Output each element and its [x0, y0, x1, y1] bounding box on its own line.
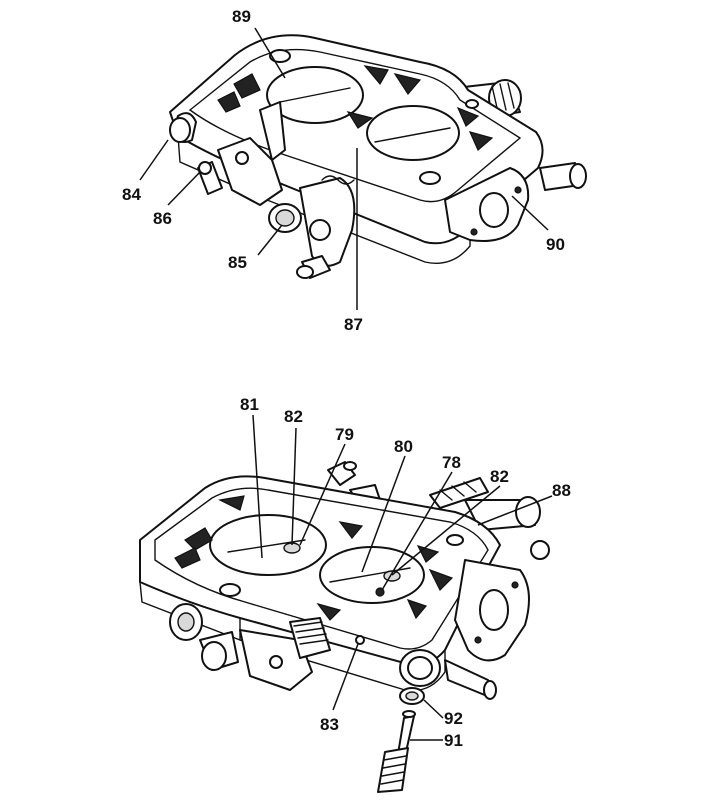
callout-80: 80 — [394, 437, 413, 456]
callout-91: 91 — [444, 731, 463, 750]
callout-89: 89 — [232, 7, 251, 26]
callout-84: 84 — [122, 185, 141, 204]
bottom-callouts: 81 82 79 80 78 82 88 83 92 91 — [240, 395, 571, 750]
callout-82-right: 82 — [490, 467, 509, 486]
callout-92: 92 — [444, 709, 463, 728]
callout-86: 86 — [153, 209, 172, 228]
callout-82-left: 82 — [284, 407, 303, 426]
callout-87: 87 — [344, 315, 363, 334]
callout-83: 83 — [320, 715, 339, 734]
bottom-carburettor-body — [139, 461, 550, 793]
top-callouts: 89 84 86 85 87 90 — [122, 7, 565, 334]
callout-90: 90 — [546, 235, 565, 254]
callout-85: 85 — [228, 253, 247, 272]
top-carburettor-body — [169, 34, 587, 279]
callout-81: 81 — [240, 395, 259, 414]
callout-79: 79 — [335, 425, 354, 444]
callout-88: 88 — [552, 481, 571, 500]
callout-78: 78 — [442, 453, 461, 472]
